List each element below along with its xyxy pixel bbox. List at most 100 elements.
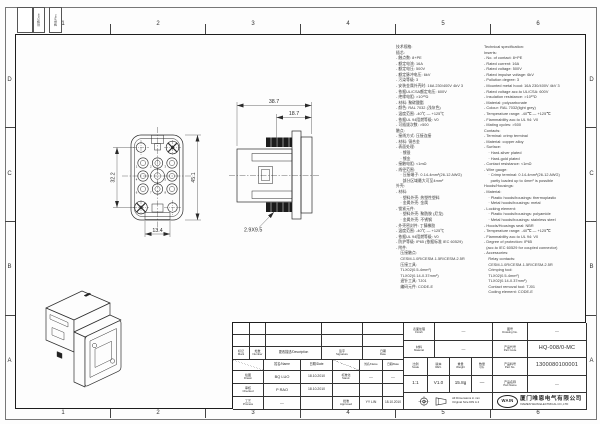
zone-tick	[395, 24, 396, 34]
subheader-diagonal	[333, 360, 360, 371]
zone-col-top-1: 1	[61, 21, 65, 27]
zone-tick	[300, 24, 301, 34]
zone-tick	[395, 409, 396, 418]
weight-label: 重量 Weight	[450, 358, 472, 376]
label-zh: 签字	[338, 348, 345, 353]
value: BQ LUO	[274, 373, 290, 379]
value: P RAO	[275, 386, 289, 392]
empty-cell	[333, 384, 360, 397]
rev-row-empty-cell	[322, 335, 363, 347]
front-contact-numbers: 1 2 3 4 5 6 7 8	[136, 165, 167, 195]
label-zh: 绘图	[244, 372, 251, 377]
front-top-slot-inner	[154, 143, 161, 151]
zone-col-bot-2: 2	[156, 410, 160, 416]
label-zh: 数量	[478, 362, 485, 367]
contact-number: 7	[150, 191, 152, 195]
rev-row-empty-cell	[266, 335, 322, 347]
dim-note-line1: All Dimensions in mm	[452, 396, 480, 401]
zone-tick	[586, 221, 596, 222]
value: V1.0	[433, 380, 444, 386]
zone-tick	[5, 315, 15, 316]
rev-strip-rev-box: 更改/Rev.	[49, 7, 62, 33]
iso-cavity	[89, 328, 117, 378]
wain-logo: WAIN	[497, 394, 519, 408]
value: HQ-008/0-MC	[538, 344, 576, 351]
label-en: Approved	[340, 402, 352, 407]
drawn-label: 绘图 Drawn	[233, 371, 264, 384]
value: YY LIN	[365, 400, 377, 405]
side-view: 38.7 18.7 2.9X9.5	[229, 99, 320, 234]
scale-label: 比例 Scale	[404, 358, 428, 376]
stand-label: 标准化 Stand.	[333, 371, 360, 384]
front-screw-centermarks-bottom	[133, 200, 181, 215]
part-name-label: 产品名称 Part Name	[493, 375, 528, 393]
zone-col-bot-4: 4	[346, 410, 350, 416]
company-name-en: XIAMEN WAIN ELECTRICAL CO.,LTD	[520, 401, 569, 406]
label-zh: 表面处理	[412, 327, 425, 332]
label-en: Checked	[242, 389, 254, 394]
iso-insert	[94, 340, 112, 368]
zone-tick	[300, 409, 301, 418]
rev-row-empty-cell	[250, 335, 266, 347]
contact-number: 1	[136, 165, 138, 169]
svg-text:2.9X9.5: 2.9X9.5	[244, 228, 262, 234]
label-en: Stand.	[341, 376, 351, 381]
label-en: Material	[414, 347, 424, 352]
subheader-date-left: 日期/Date	[301, 360, 333, 371]
label-zh: 标准化	[341, 372, 351, 377]
zone-row-left-a: A	[7, 358, 12, 364]
projection-and-notes: All Dimensions in mm Original Size DIN A…	[404, 393, 493, 410]
label-zh: 重量	[457, 362, 464, 367]
drawn-date: 18.10.2010	[301, 371, 333, 384]
rev-row-empty-cell	[322, 323, 363, 335]
value: —	[479, 380, 485, 386]
side-flange-plate	[291, 130, 302, 220]
value: —	[280, 399, 284, 405]
approved-name: YY LIN	[360, 397, 383, 410]
zone-row-right-c: C	[589, 171, 594, 177]
value: —	[555, 380, 559, 386]
label: 姓名/Name	[274, 362, 290, 367]
drawing-no-value: —	[528, 323, 587, 341]
scale-value: 1:1	[404, 375, 428, 393]
projection-symbol	[418, 395, 447, 407]
zone-col-top-4: 4	[346, 21, 350, 27]
label-zh: 日期	[379, 348, 386, 353]
value: —	[369, 373, 373, 379]
zone-row-left-b: B	[7, 264, 12, 270]
front-outline-outer	[130, 134, 184, 221]
iso-left-window	[51, 327, 65, 341]
material-label: 材料 Material	[404, 340, 435, 358]
rev-header-number: 处数 Number	[250, 347, 266, 360]
iso-screw-hole-bottom	[110, 358, 115, 364]
zone-col-bot-6: 6	[536, 410, 540, 416]
subheader-name-left: 姓名/Name	[264, 360, 301, 371]
label: 日期/Date	[387, 362, 399, 366]
label: 姓名/Name	[364, 362, 378, 366]
isometric-view	[45, 290, 122, 388]
sheet-edge-border	[5, 7, 597, 420]
zone-tick	[586, 127, 596, 128]
zone-tick	[5, 221, 15, 222]
front-dim-32-2: 32.2	[110, 147, 134, 208]
dim-note-line2: Original Size DIN A 4	[452, 400, 480, 404]
company-block: WAIN 厦门唯恩电气有限公司 XIAMEN WAIN ELECTRICAL C…	[493, 393, 587, 410]
side-top-rail	[251, 153, 293, 162]
zone-col-bot-1: 1	[61, 410, 65, 416]
part-code-value: HQ-008/0-MC	[528, 340, 587, 358]
part-no-value: 1300080100001	[528, 358, 587, 376]
finish-label: 表面处理 Finish	[404, 323, 435, 341]
zone-tick	[490, 409, 491, 418]
label-zh: 工艺	[244, 398, 251, 403]
rev-header-signature: 签字 Signature	[322, 347, 363, 360]
zone-col-top-5: 5	[441, 21, 445, 27]
zone-tick	[110, 24, 111, 34]
label: 更改描述/Description	[278, 350, 309, 355]
checked-date: 18.10.2010	[301, 384, 333, 397]
label-en: Drawn	[243, 376, 253, 381]
rev-header-mark: 标记 Mark	[233, 347, 250, 360]
label-en: Part Code	[503, 347, 517, 352]
empty-cell	[301, 397, 333, 410]
